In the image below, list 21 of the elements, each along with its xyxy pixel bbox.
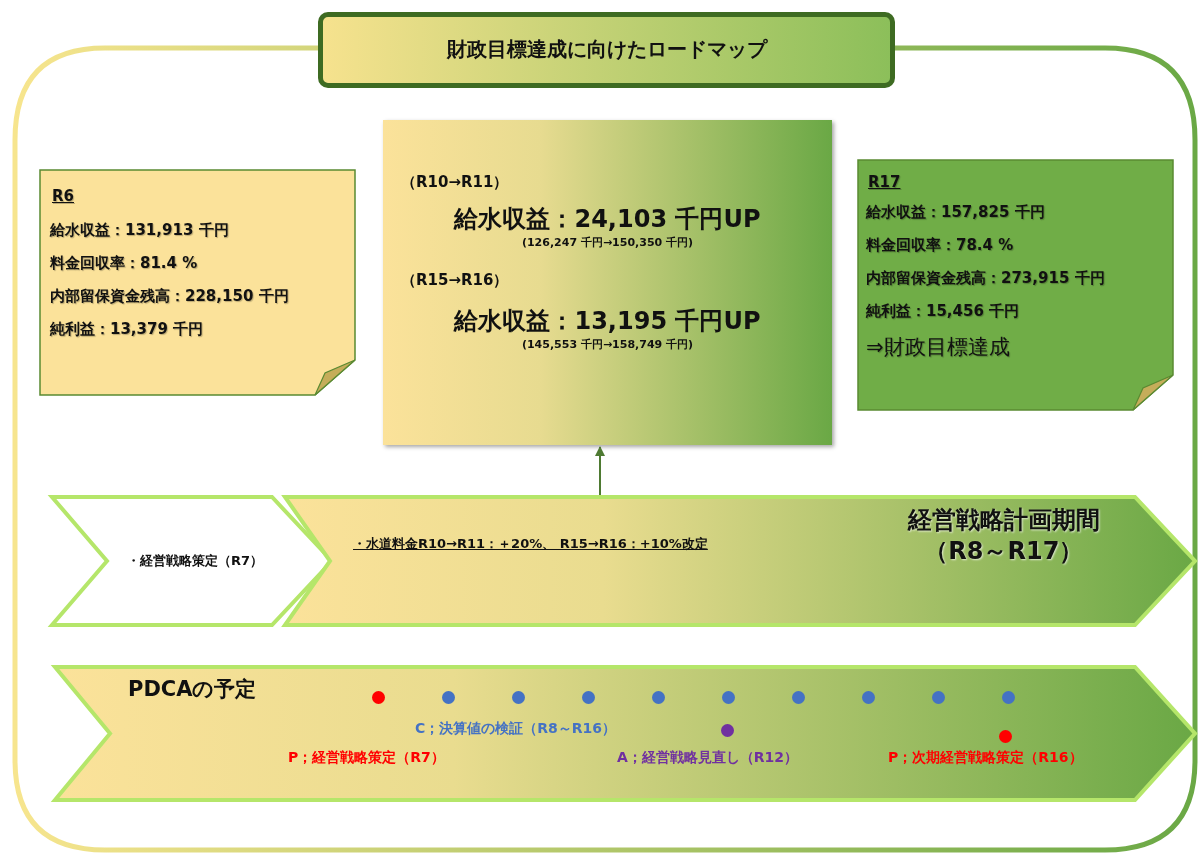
note-text: 給水収益：157,825 千円	[866, 204, 1045, 222]
chevron-label: ・経営戦略策定（R7）	[127, 554, 264, 569]
note-heading: R17	[868, 174, 901, 192]
note-text: 内部留保資金残高：273,915 千円	[866, 270, 1105, 288]
revenue-text: 給水収益：24,103 千円UP	[452, 206, 762, 234]
revenue-text: 給水収益：13,195 千円UP	[452, 308, 762, 336]
note-text: 内部留保資金残高：228,150 千円	[50, 288, 289, 306]
revenue-text: （R15→R16）	[401, 272, 509, 290]
note-text: 料金回収率：78.4 %	[866, 237, 1014, 255]
revenue-text: (145,553 千円→158,749 千円)	[520, 339, 695, 352]
arrow	[595, 446, 605, 496]
title: 財政目標達成に向けたロードマップ	[445, 36, 769, 63]
note-text: 純利益：15,456 千円	[866, 303, 1020, 321]
note-text: 給水収益：131,913 千円	[50, 222, 229, 240]
note-text: 料金回収率：81.4 %	[50, 255, 198, 273]
revenue-text: （R10→R11）	[401, 174, 509, 192]
revenue-text: (126,247 千円→150,350 千円)	[520, 237, 695, 250]
note-text: ⇒財政目標達成	[866, 335, 1010, 360]
highlight-box	[383, 120, 832, 445]
note-text: 純利益：13,379 千円	[50, 321, 204, 339]
note-heading: R6	[52, 188, 74, 206]
